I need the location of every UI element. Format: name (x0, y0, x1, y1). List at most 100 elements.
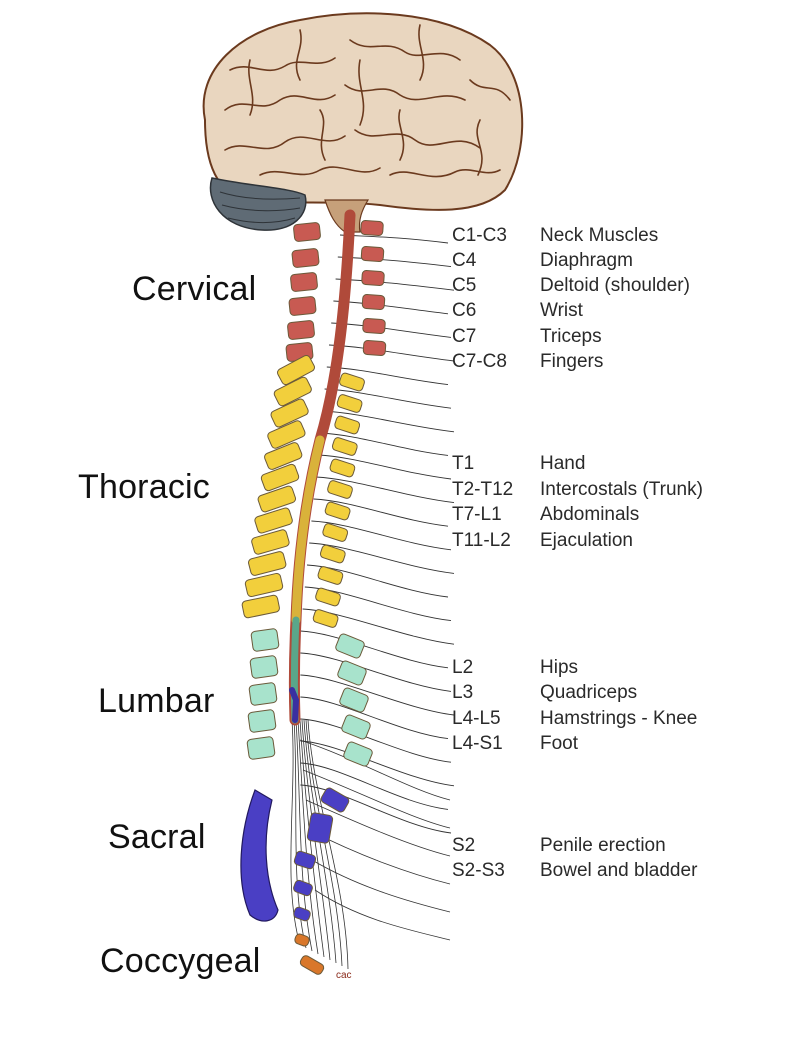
level-code: C5 (452, 275, 477, 296)
vertebra-thoracic-back-body (331, 437, 358, 456)
nerve-root (328, 344, 455, 362)
vertebra-thoracic-back-body (317, 566, 344, 585)
vertebra-cervical-front-body (291, 248, 320, 268)
vertebrae (240, 220, 387, 975)
region-label-cervical: Cervical (132, 270, 257, 308)
vertebra-lumbar-back-body (339, 687, 369, 713)
vertebra-thoracic-front-body (241, 594, 280, 619)
vertebra-cervical-back-body (360, 220, 384, 236)
level-code: C4 (452, 250, 477, 271)
nerve-root (300, 652, 452, 692)
vertebra-lumbar-front-body (246, 736, 276, 760)
vertebra-lumbar-front-body (247, 709, 277, 733)
vertebra-thoracic-back-body (319, 544, 346, 564)
nerve-root (335, 278, 455, 291)
region-label-sacral: Sacral (108, 818, 206, 856)
level-function: Intercostals (Trunk) (540, 479, 703, 500)
vertebra-cervical-back (362, 340, 387, 356)
nerve-root (331, 322, 452, 338)
vertebra-thoracic-back-body (324, 501, 351, 521)
vertebra-thoracic-back (312, 609, 339, 628)
vertebra-cervical-back (362, 318, 386, 334)
vertebra-cervical-front (287, 320, 315, 340)
vertebra-cervical-front-body (290, 272, 318, 292)
vertebra-sacral-body (320, 787, 350, 813)
vertebra-thoracic-back (322, 523, 349, 542)
vertebra-lumbar-back (339, 687, 369, 713)
nerve-root (300, 784, 452, 834)
vertebra-lumbar-front-body (248, 682, 278, 706)
vertebra-thoracic-front (264, 442, 303, 470)
level-function: Diaphragm (540, 250, 633, 271)
vertebra-cervical-back (360, 220, 384, 236)
level-function: Bowel and bladder (540, 860, 698, 881)
vertebra-cervical-back (361, 270, 385, 286)
level-code: S2 (452, 835, 476, 856)
vertebra-sacral-body (293, 879, 313, 897)
vertebra-thoracic-back (331, 437, 358, 456)
nerve-root (311, 520, 452, 551)
vertebra-thoracic-front (260, 463, 300, 492)
vertebra-cervical-back (361, 294, 386, 310)
nerve-root (300, 762, 449, 810)
vertebra-lumbar-back-body (343, 741, 373, 767)
level-function: Neck Muscles (540, 225, 659, 246)
nerve-root (313, 498, 449, 527)
vertebra-lumbar-back-body (337, 660, 367, 686)
level-code: T2-T12 (452, 479, 514, 500)
level-code: L4-L5 (452, 708, 501, 729)
vertebra-sacral-body (306, 812, 334, 844)
level-code: T11-L2 (452, 530, 511, 551)
vertebra-thoracic-front-body (244, 572, 284, 598)
vertebra-sacral (320, 787, 350, 813)
vertebra-sacral (306, 812, 334, 844)
vertebra-lumbar-front (247, 709, 277, 733)
nerve-root (337, 256, 452, 268)
vertebra-thoracic-front-body (257, 485, 297, 513)
cauda-equina-strand (297, 719, 319, 955)
level-function: Quadriceps (540, 682, 638, 703)
vertebra-thoracic-back (329, 458, 356, 478)
level-function: Triceps (540, 326, 602, 347)
vertebra-cervical-front (288, 296, 317, 316)
vertebra-coccygeal-body (299, 955, 325, 975)
cauda-equina (289, 687, 300, 723)
cauda-equina-strand (295, 719, 313, 952)
cauda-equina-strand (293, 719, 307, 949)
vertebra-thoracic-front-body (254, 507, 293, 534)
level-function: Foot (540, 733, 579, 754)
level-code: C1-C3 (452, 225, 507, 246)
spinal-cord-lower (291, 435, 325, 625)
level-code: C7 (452, 326, 477, 347)
vertebra-thoracic-back-body (329, 458, 356, 478)
vertebra-cervical-back-body (362, 318, 386, 334)
sacral-nerve (308, 829, 451, 885)
cauda-equina-strand (290, 719, 301, 946)
vertebra-thoracic-back-body (322, 523, 349, 542)
sacral-nerve (314, 889, 451, 941)
nerve-root (317, 454, 452, 480)
level-function: Penile erection (540, 835, 666, 856)
level-code: L2 (452, 657, 474, 678)
vertebra-sacral (293, 850, 317, 870)
nerve-root (306, 564, 449, 598)
nerve-root (300, 674, 455, 716)
vertebra-lumbar-back (335, 633, 365, 659)
nerve-root (322, 410, 455, 433)
region-label-lumbar: Lumbar (98, 682, 215, 720)
vertebra-thoracic-back (339, 372, 365, 392)
nerve-root (309, 542, 455, 574)
nerve-root (339, 234, 449, 244)
vertebra-cervical-front-body (288, 296, 317, 316)
vertebra-thoracic-front-body (277, 354, 315, 386)
nerve-root (300, 630, 449, 669)
vertebra-coccygeal (294, 933, 310, 947)
vertebra-thoracic-front-body (251, 529, 290, 555)
vertebra-cervical-back-body (360, 246, 385, 262)
vertebra-thoracic-back (336, 394, 363, 413)
vertebra-thoracic-front (267, 420, 306, 449)
level-function: Abdominals (540, 504, 640, 525)
nerve-root (333, 300, 449, 315)
vertebra-thoracic-front (244, 572, 284, 598)
vertebra-thoracic-front-body (248, 551, 287, 576)
